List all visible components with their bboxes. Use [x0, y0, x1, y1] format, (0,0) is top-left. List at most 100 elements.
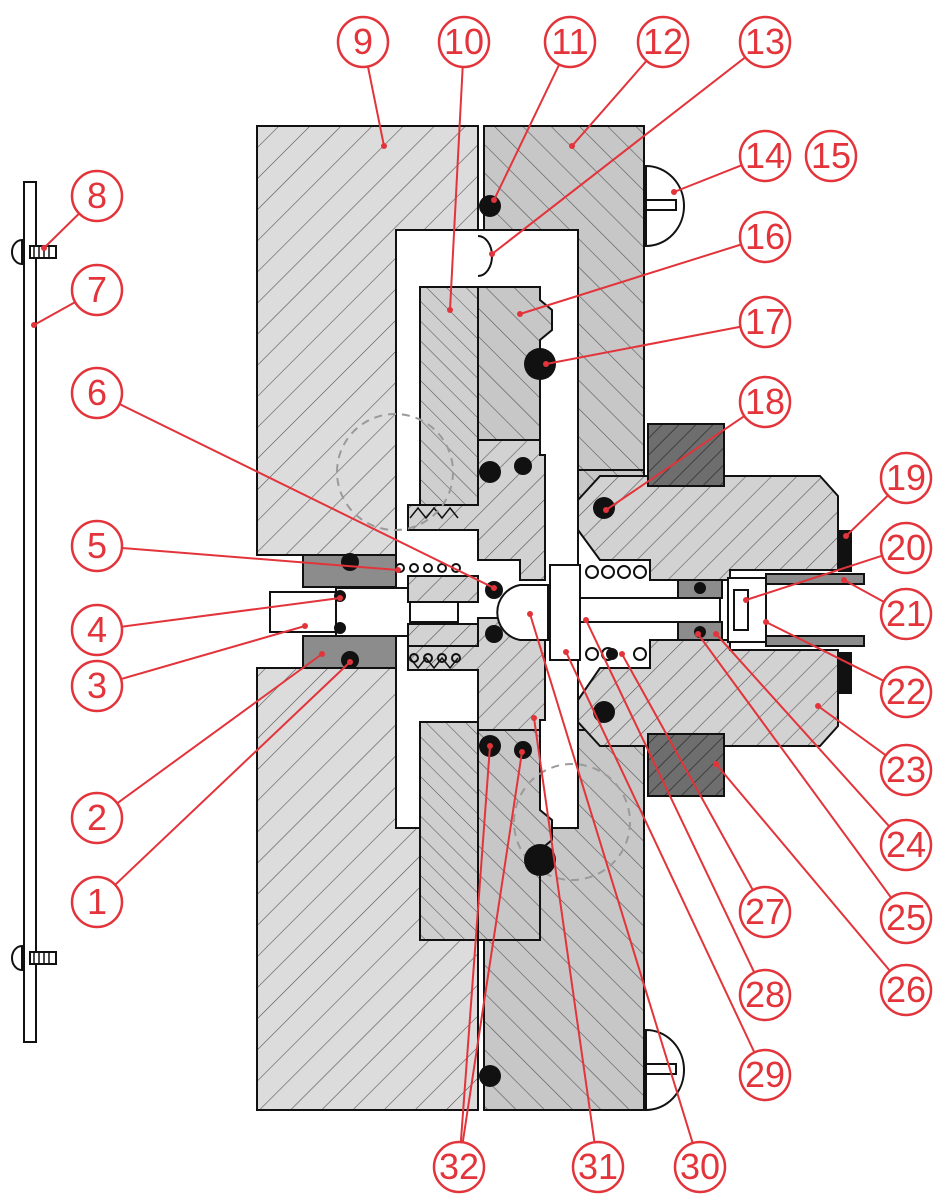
callout-circle-10: [437, 15, 491, 69]
spring-right: [585, 565, 647, 661]
leader-14-dot: [671, 189, 677, 195]
callout-29: 29: [738, 1048, 792, 1102]
callout-7: 7: [70, 263, 124, 317]
leader-2-dot: [319, 651, 325, 657]
leader-3-dot: [302, 623, 308, 629]
callout-26: 26: [879, 963, 933, 1017]
callout-31: 31: [571, 1140, 625, 1194]
callout-circle-17: [738, 295, 792, 349]
leader-8: [43, 212, 80, 249]
callout-6: 6: [70, 366, 124, 420]
callout-circle-24: [879, 818, 933, 872]
leader-27: [621, 653, 754, 891]
leader-4: [121, 597, 341, 628]
callout-label-4: 4: [87, 609, 107, 650]
callout-circle-25: [879, 891, 933, 945]
callout-label-12: 12: [643, 21, 683, 62]
callout-8: 8: [70, 169, 124, 223]
callout-circle-14: [738, 129, 792, 183]
leader-30: [529, 613, 694, 1144]
leader-18-dot: [603, 507, 609, 513]
leader-17-dot: [543, 361, 549, 367]
gasket-top: [838, 530, 852, 572]
leader-12-dot: [569, 143, 575, 149]
callout-14: 14: [738, 129, 792, 183]
callout-circle-8: [70, 169, 124, 223]
callout-circle-13: [738, 15, 792, 69]
callout-circle-32: [432, 1140, 486, 1194]
leader-29-dot: [563, 649, 569, 655]
leader-24: [715, 633, 891, 828]
leader-18: [605, 415, 745, 511]
screw-bottom: [10, 944, 57, 972]
callout-label-17: 17: [745, 301, 785, 342]
lock-nut-bottom: [647, 733, 725, 797]
callout-circle-18: [738, 375, 792, 429]
callout-28: 28: [738, 968, 792, 1022]
callout-label-24: 24: [886, 824, 926, 865]
callout-circle-3: [70, 659, 124, 713]
callout-19: 19: [879, 451, 933, 505]
callout-label-1: 1: [87, 881, 107, 922]
callout-circle-15: [804, 129, 858, 183]
callout-13: 13: [738, 15, 792, 69]
callout-circle-27: [738, 885, 792, 939]
leader-28: [585, 619, 756, 973]
callout-circle-4: [70, 603, 124, 657]
leader-8-dot: [41, 245, 47, 251]
callout-25: 25: [879, 891, 933, 945]
leader-13: [491, 56, 746, 255]
callout-label-27: 27: [745, 891, 785, 932]
outlet-fitting: [727, 573, 865, 647]
callout-label-16: 16: [745, 216, 785, 257]
callout-1: 1: [70, 875, 124, 929]
valve-disc: [549, 564, 581, 661]
leader-3: [120, 625, 306, 681]
spring-retainer-bottom: [407, 623, 479, 647]
callout-circle-23: [879, 743, 933, 797]
callout-circle-11: [543, 15, 597, 69]
leader-19: [845, 494, 889, 537]
callout-label-25: 25: [886, 897, 926, 938]
callout-10: 10: [437, 15, 491, 69]
callout-label-26: 26: [886, 969, 926, 1010]
leader-7-dot: [31, 322, 37, 328]
callout-circle-29: [738, 1048, 792, 1102]
leader-19-dot: [843, 533, 849, 539]
leader-32-b: [461, 751, 523, 1143]
callout-label-2: 2: [87, 797, 107, 838]
callout-18: 18: [738, 375, 792, 429]
callout-12: 12: [636, 15, 690, 69]
callout-circle-20: [879, 521, 933, 575]
callout-circle-30: [673, 1140, 727, 1194]
leader-27-dot: [619, 651, 625, 657]
leader-25: [697, 633, 893, 899]
callout-22: 22: [879, 665, 933, 719]
callout-circle-12: [636, 15, 690, 69]
callout-circle-16: [738, 210, 792, 264]
callout-4: 4: [70, 603, 124, 657]
callout-label-10: 10: [444, 21, 484, 62]
callout-circle-7: [70, 263, 124, 317]
callout-label-32: 32: [439, 1146, 479, 1187]
leader-23-dot: [815, 703, 821, 709]
leader-23: [817, 705, 887, 757]
leader-14: [673, 164, 743, 193]
leader-20-dot: [743, 597, 749, 603]
leader-16: [519, 243, 742, 315]
leader-28-dot: [583, 617, 589, 623]
callout-label-28: 28: [745, 974, 785, 1015]
callout-label-15: 15: [811, 135, 851, 176]
detail-circle-bottom: [513, 763, 631, 881]
leader-17: [545, 325, 741, 365]
callout-label-7: 7: [87, 269, 107, 310]
callout-label-13: 13: [745, 21, 785, 62]
screw-head-bottom: [645, 1028, 685, 1112]
leader-22-dot: [763, 619, 769, 625]
callout-30: 30: [673, 1140, 727, 1194]
callout-label-29: 29: [745, 1054, 785, 1095]
callout-label-6: 6: [87, 372, 107, 413]
leader-6: [118, 403, 495, 589]
